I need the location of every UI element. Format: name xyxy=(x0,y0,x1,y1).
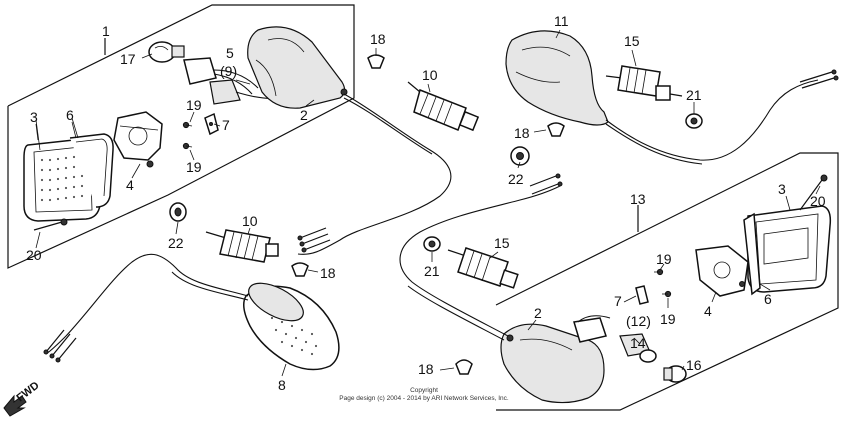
nut-21-lower xyxy=(423,236,441,252)
callout-6-left: 6 xyxy=(66,107,74,123)
callout-3-right: 3 xyxy=(778,181,786,197)
bulb-16 xyxy=(663,365,687,383)
callout-19-left-a: 19 xyxy=(186,97,202,113)
callout-20-left: 20 xyxy=(26,247,42,263)
housing-11 xyxy=(505,30,609,126)
callout-2-upper: 2 xyxy=(300,107,308,123)
socket-14 xyxy=(573,315,657,363)
screw-20-left xyxy=(33,218,68,231)
grommet-18-upper xyxy=(367,54,385,69)
wire-lower-left xyxy=(45,253,249,355)
copyright-line2: Page design (c) 2004 - 2014 by ARI Netwo… xyxy=(339,395,509,402)
callout-10-lower: 10 xyxy=(242,213,258,229)
leader-lines xyxy=(35,29,821,377)
callout-19-right-b: 19 xyxy=(660,311,676,327)
callout-17: 17 xyxy=(120,51,136,67)
damper-10-lower xyxy=(205,229,279,263)
wire-upper-left xyxy=(297,93,452,255)
wire-lower-right xyxy=(399,185,561,337)
callout-1: 1 xyxy=(102,23,110,39)
screw-19-right-a xyxy=(654,268,664,276)
damper-15-upper xyxy=(605,65,683,101)
group-1-bracket xyxy=(7,4,355,269)
callout-7-right: 7 xyxy=(614,293,622,309)
callout-9: (9) xyxy=(220,63,237,79)
socket-4-left xyxy=(113,111,163,168)
wire-ends-lower-right xyxy=(529,173,563,195)
screw-19-left-b xyxy=(182,142,193,150)
copyright-line1: Copyright xyxy=(410,387,438,394)
callout-19-left-b: 19 xyxy=(186,159,202,175)
group-13-bracket xyxy=(495,152,839,411)
housing-8 xyxy=(243,282,340,371)
terminal-7-right xyxy=(635,285,649,305)
socket-4-right xyxy=(695,245,749,297)
callout-21-upper: 21 xyxy=(686,87,702,103)
grommet-18-lower-left xyxy=(291,262,309,277)
callout-4-right: 4 xyxy=(704,303,712,319)
callout-7-left: 7 xyxy=(222,117,230,133)
screw-19-left-a xyxy=(182,121,193,129)
damper-15-lower xyxy=(447,247,519,289)
callout-10-upper: 10 xyxy=(422,67,438,83)
bulb-17 xyxy=(148,41,185,63)
nut-21-upper xyxy=(685,113,703,129)
callout-6-right: 6 xyxy=(764,291,772,307)
callout-4-left: 4 xyxy=(126,177,134,193)
callout-22-right: 22 xyxy=(508,171,524,187)
fwd-label: FWD xyxy=(14,379,41,404)
damper-10-upper xyxy=(407,81,480,132)
callout-19-right-a: 19 xyxy=(656,251,672,267)
rubber-6-right xyxy=(743,212,761,296)
screw-20-right xyxy=(799,174,828,211)
callout-20-right: 20 xyxy=(810,193,826,209)
callout-15-lower: 15 xyxy=(494,235,510,251)
terminal-7-left xyxy=(204,112,219,136)
callout-18-upper: 18 xyxy=(370,31,386,47)
callout-5: 5 xyxy=(226,45,234,61)
grommet-22-left xyxy=(169,202,187,222)
fwd-arrow: FWD xyxy=(3,379,42,417)
callout-18-bottom: 18 xyxy=(418,361,434,377)
socket-5 xyxy=(183,57,279,105)
callout-3-left: 3 xyxy=(30,109,38,125)
callout-18-upper-right: 18 xyxy=(514,125,530,141)
callout-14: 14 xyxy=(630,335,646,351)
housing-2-lower xyxy=(500,323,605,404)
callout-8: 8 xyxy=(278,377,286,393)
callout-16: 16 xyxy=(686,357,702,373)
wire-upper-right xyxy=(605,79,819,161)
screw-19-right-b xyxy=(662,290,672,298)
callout-12: (12) xyxy=(626,313,651,329)
wire-ends-lower xyxy=(43,329,77,363)
callout-18-lower-left: 18 xyxy=(320,265,336,281)
callout-21-lower: 21 xyxy=(424,263,440,279)
wire-ends-upper xyxy=(297,227,331,253)
rubber-6-left xyxy=(69,133,114,208)
grommet-18-bottom xyxy=(455,359,473,375)
callouts: 1 17 5 (9) 2 18 10 3 6 19 7 19 4 22 20 1… xyxy=(26,13,826,393)
housing-2-upper xyxy=(247,26,348,109)
wire-ends-upper-right xyxy=(799,69,839,89)
grommet-18-upper-right xyxy=(547,122,565,137)
lens-3-right xyxy=(747,205,832,293)
grommet-22-right xyxy=(510,146,530,166)
callout-22-left: 22 xyxy=(168,235,184,251)
callout-15-upper: 15 xyxy=(624,33,640,49)
callout-11: 11 xyxy=(554,13,569,29)
callout-13: 13 xyxy=(630,191,646,207)
callout-2-lower: 2 xyxy=(534,305,542,321)
